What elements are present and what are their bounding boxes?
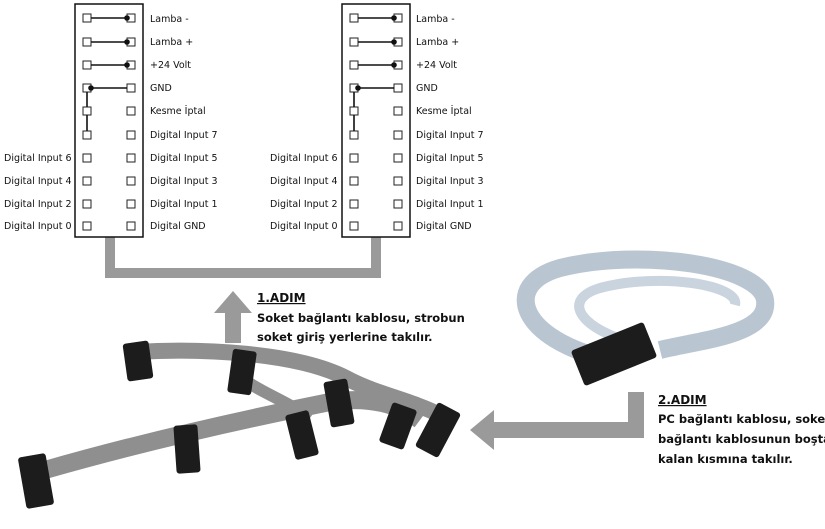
idc-connector — [173, 424, 201, 474]
pin-column-left — [349, 13, 359, 231]
step1-line: Soket bağlantı kablosu, strobun — [257, 311, 465, 325]
jumper-wires — [353, 15, 397, 131]
pin-label: Kesme İptal — [150, 106, 206, 117]
connector-2-left-labels: Digital Input 6 Digital Input 4 Digital … — [270, 153, 338, 232]
pin-label: Digital Input 4 — [4, 176, 72, 187]
pin-label: Digital Input 7 — [416, 130, 484, 141]
pin-label: +24 Volt — [416, 60, 457, 71]
step2-line: bağlantı kablosunun boşta — [658, 432, 825, 446]
socket-ribbon-cable — [18, 340, 461, 509]
pin-label: Digital Input 3 — [150, 176, 218, 187]
step2-arrow — [470, 392, 644, 450]
pc-ribbon-cable — [516, 250, 775, 386]
idc-connector — [285, 410, 319, 460]
strobe-connector-2 — [341, 3, 411, 238]
step2-line: kalan kısmına takılır. — [658, 452, 793, 466]
pin-label: Digital Input 5 — [416, 153, 484, 164]
pin-label: Digital Input 0 — [4, 221, 72, 232]
pin-label: Digital GND — [416, 221, 472, 232]
pin-label: Digital Input 2 — [270, 199, 338, 210]
connector-2-right-labels: Lamba - Lamba + +24 Volt GND Kesme İptal… — [416, 14, 484, 232]
pin-label: Digital Input 4 — [270, 176, 338, 187]
pin-label: GND — [416, 83, 438, 94]
step1-arrow — [214, 291, 252, 343]
idc-connector — [415, 402, 461, 458]
strobe-connector-1 — [74, 3, 144, 238]
pin-label: Lamba - — [150, 14, 189, 25]
jumper-wires — [86, 15, 130, 131]
pin-label: Lamba - — [416, 14, 455, 25]
pc-idc-connector — [571, 322, 657, 386]
idc-connector — [122, 340, 154, 382]
step2-title: 2.ADIM — [658, 393, 707, 407]
pin-label: Digital Input 6 — [270, 153, 338, 164]
idc-connector — [227, 348, 257, 396]
idc-connector — [18, 453, 54, 509]
pin-label: Kesme İptal — [416, 106, 472, 117]
idc-connector — [323, 378, 355, 428]
pin-label: Digital Input 3 — [416, 176, 484, 187]
step2-line: PC bağlantı kablosu, soket — [658, 412, 825, 426]
pin-label: Digital Input 0 — [270, 221, 338, 232]
pin-column-right — [126, 13, 136, 231]
pin-label: GND — [150, 83, 172, 94]
pin-label: Digital Input 2 — [4, 199, 72, 210]
pin-label: Lamba + — [150, 37, 193, 48]
step2-text: 2.ADIM PC bağlantı kablosu, soket bağlan… — [658, 393, 825, 466]
pin-label: Digital Input 1 — [416, 199, 484, 210]
pin-label: Digital Input 5 — [150, 153, 218, 164]
step1-line: soket giriş yerlerine takılır. — [257, 330, 432, 344]
pin-label: Digital Input 6 — [4, 153, 72, 164]
pin-column-right — [393, 13, 403, 231]
connector-1-right-labels: Lamba - Lamba + +24 Volt GND Kesme İptal… — [150, 14, 218, 232]
pin-label: Digital Input 7 — [150, 130, 218, 141]
pin-label: Digital Input 1 — [150, 199, 218, 210]
step1-title: 1.ADIM — [257, 291, 306, 305]
connector-1-left-labels: Digital Input 6 Digital Input 4 Digital … — [4, 153, 72, 232]
idc-connector — [379, 402, 417, 450]
strobe-link-cable — [105, 237, 381, 278]
pin-label: +24 Volt — [150, 60, 191, 71]
pin-label: Digital GND — [150, 221, 206, 232]
step1-text: 1.ADIM Soket bağlantı kablosu, strobun s… — [257, 291, 465, 344]
pin-label: Lamba + — [416, 37, 459, 48]
